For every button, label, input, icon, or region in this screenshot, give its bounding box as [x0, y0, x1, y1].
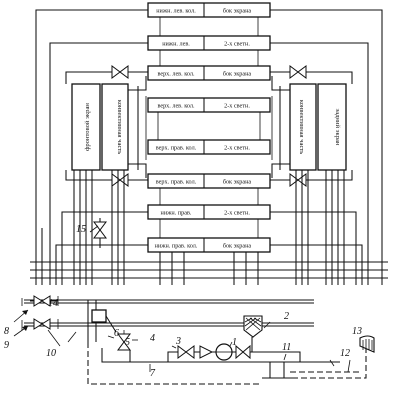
- block-4-right: 2-х светн.: [224, 103, 250, 110]
- block-2: нижн. лев. 2-х светн.: [147, 35, 271, 51]
- separator: [87, 300, 117, 342]
- block-3-left: верх. лев. кол.: [157, 71, 195, 78]
- valve-4[interactable]: [117, 330, 131, 351]
- inlet-arrows: [13, 309, 29, 337]
- label-13: 13: [352, 326, 362, 337]
- main-headers: [24, 299, 314, 327]
- block-1-left: нижн. лев. кол.: [156, 8, 196, 15]
- valve-14[interactable]: [21, 295, 59, 307]
- convective-left-label: конвективная часть: [116, 100, 123, 155]
- valve-10[interactable]: [21, 318, 59, 330]
- valve-bottom-left[interactable]: [111, 173, 129, 187]
- rear-screen-label: задний экран: [334, 109, 341, 146]
- block-2-right: 2-х светн.: [224, 41, 250, 48]
- label-11: 11: [282, 342, 291, 353]
- pump-1[interactable]: [215, 343, 233, 361]
- valve-top-left[interactable]: [111, 65, 129, 79]
- label-7: 7: [150, 368, 156, 379]
- block-5-right: 2-х светн.: [224, 145, 250, 152]
- label-14: 14: [48, 298, 58, 309]
- label-6: 6: [114, 328, 119, 339]
- block-8-right: бок экрана: [223, 243, 252, 250]
- block-8: нижн. прав. кол. бок экрана: [147, 237, 271, 253]
- valve-15[interactable]: [93, 218, 107, 248]
- convective-right-box: [289, 83, 317, 171]
- block-5-left: верх. прав. кол.: [156, 145, 197, 152]
- block-1-right: бок экрана: [223, 8, 252, 15]
- distribution-bars: [30, 261, 388, 279]
- outlet-13: [359, 335, 375, 353]
- label-2: 2: [284, 311, 289, 322]
- down-pipe-bundle: [35, 170, 383, 285]
- leader-lines: [47, 225, 351, 373]
- label-3: 3: [175, 336, 181, 347]
- block-7-right: 2-х светн.: [224, 210, 250, 217]
- block-3-right: бок экрана: [223, 71, 252, 78]
- block-8-left: нижн. прав. кол.: [155, 243, 198, 250]
- tank-11: [262, 362, 292, 379]
- convective-left-box: [101, 83, 129, 171]
- block-2-left: нижн. лев.: [162, 41, 190, 48]
- front-screen-label: фронтовой экран: [84, 103, 91, 151]
- block-7: нижн. прав. 2-х светн.: [147, 204, 271, 220]
- block-7-left: нижн. прав.: [161, 210, 192, 217]
- filter-2: [243, 315, 263, 338]
- block-4: верх. лев. кол. 2-х светн.: [147, 97, 271, 113]
- circulation-loop: [101, 337, 340, 363]
- valve-top-right[interactable]: [289, 65, 307, 79]
- block-6-left: верх. прав. кол.: [156, 179, 197, 186]
- label-5: 5: [125, 337, 130, 348]
- block-6: верх. прав. кол. бок экрана: [147, 173, 271, 189]
- label-8: 8: [4, 326, 9, 337]
- block-stubs: [157, 17, 261, 238]
- valve-3[interactable]: [177, 345, 195, 359]
- convective-right-label: конвективная часть: [298, 100, 305, 155]
- valve-pump-out[interactable]: [235, 344, 251, 360]
- label-12: 12: [340, 348, 350, 359]
- label-1: 1: [232, 337, 237, 348]
- label-10: 10: [46, 348, 56, 359]
- block-1: нижн. лев. кол. бок экрана: [147, 2, 271, 18]
- valve-bottom-right[interactable]: [289, 173, 307, 187]
- check-valve[interactable]: [199, 345, 214, 359]
- block-5: верх. прав. кол. 2-х светн.: [147, 139, 271, 155]
- block-3: верх. лев. кол. бок экрана: [147, 65, 271, 81]
- label-15: 15: [76, 224, 86, 235]
- block-4-left: верх. лев. кол.: [157, 103, 195, 110]
- label-9: 9: [4, 340, 9, 351]
- central-frame: [128, 76, 290, 178]
- front-screen-box: [71, 83, 101, 171]
- label-4: 4: [150, 333, 155, 344]
- block-6-right: бок экрана: [223, 179, 252, 186]
